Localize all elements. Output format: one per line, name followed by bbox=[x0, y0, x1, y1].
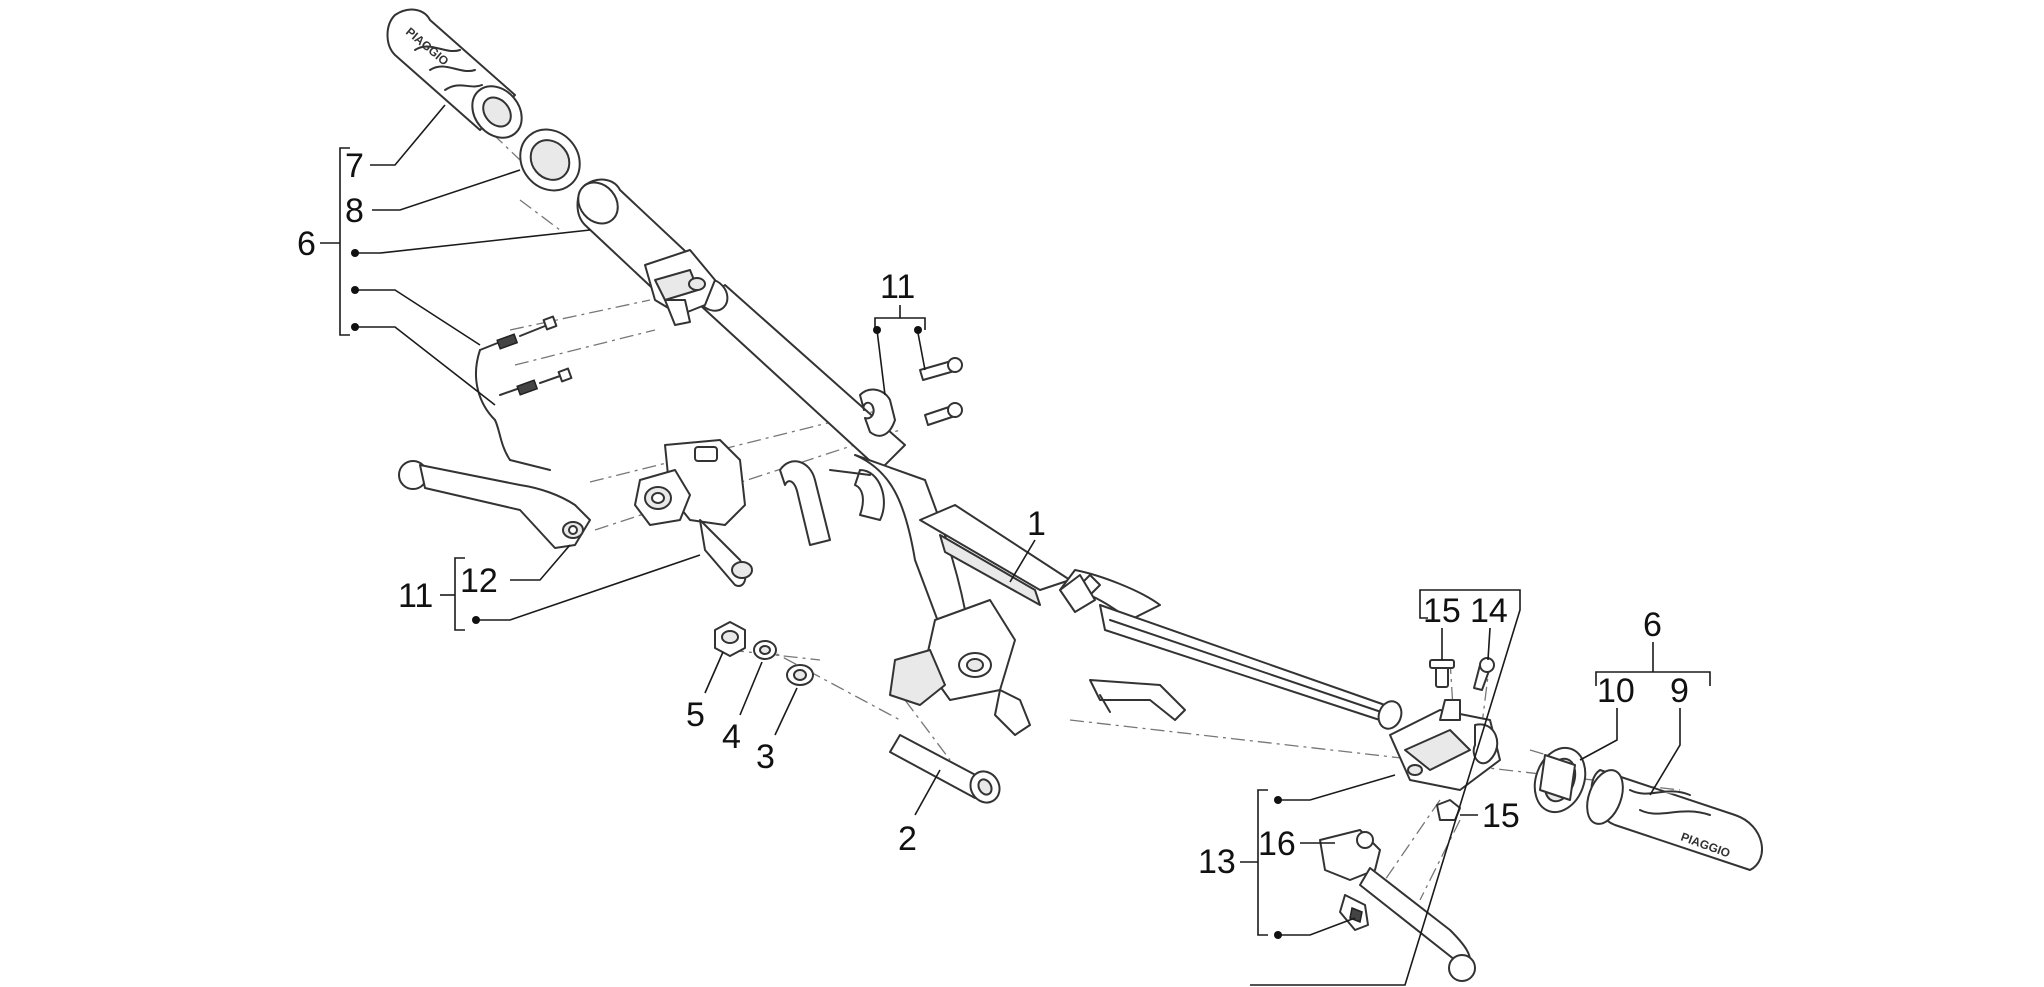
right-lever-bracket bbox=[1389, 699, 1501, 791]
throttle-cables bbox=[475, 315, 573, 471]
callout-5: 5 bbox=[686, 696, 705, 734]
callout-9: 9 bbox=[1670, 672, 1689, 710]
right-grip: PIAGGIO bbox=[1586, 769, 1763, 871]
callout-4: 4 bbox=[722, 718, 741, 756]
callout-16: 16 bbox=[1258, 825, 1296, 863]
master-cylinder bbox=[634, 439, 753, 587]
callout-6-right: 6 bbox=[1643, 606, 1662, 644]
callout-10: 10 bbox=[1597, 672, 1635, 710]
callout-13: 13 bbox=[1198, 843, 1236, 881]
callout-12: 12 bbox=[460, 562, 498, 600]
throttle-housing bbox=[644, 249, 716, 326]
mounting-hardware bbox=[714, 621, 1001, 804]
callout-15-top: 15 bbox=[1423, 592, 1461, 630]
left-grip: PIAGGIO bbox=[386, 8, 523, 139]
callout-7: 7 bbox=[345, 147, 364, 185]
callout-14: 14 bbox=[1470, 592, 1508, 630]
right-brake-lever bbox=[1319, 829, 1476, 982]
callout-2: 2 bbox=[898, 820, 917, 858]
leader-dots bbox=[351, 249, 1282, 939]
left-grip-ring bbox=[519, 128, 581, 192]
callout-1: 1 bbox=[1027, 505, 1046, 543]
callout-15-side: 15 bbox=[1482, 797, 1520, 835]
left-brake-lever bbox=[398, 460, 591, 549]
handlebar-tube bbox=[695, 278, 1403, 736]
alignment-lines bbox=[394, 39, 1681, 901]
callout-numbers: 1 2 3 4 5 6 7 8 11 11 12 13 15 14 15 16 … bbox=[297, 147, 1689, 881]
leaders bbox=[320, 104, 1711, 986]
handlebar-clamp bbox=[859, 357, 963, 437]
callout-11-left: 11 bbox=[398, 577, 433, 615]
callout-11-top: 11 bbox=[880, 268, 915, 306]
right-grip-ring bbox=[1533, 746, 1587, 814]
callout-6-left: 6 bbox=[297, 225, 316, 263]
callout-8: 8 bbox=[345, 192, 364, 230]
callout-3: 3 bbox=[756, 738, 775, 776]
